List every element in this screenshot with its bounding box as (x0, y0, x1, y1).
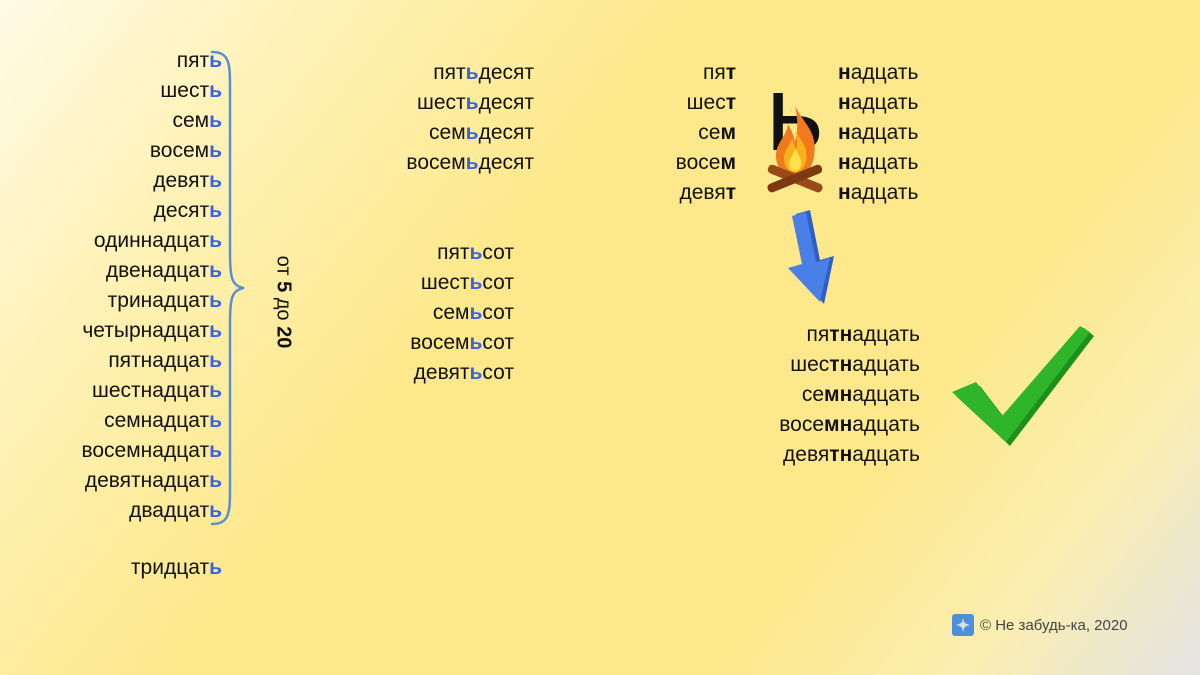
list-item: восемьдесят (406, 151, 534, 174)
numerals-5-20-list: пять шесть семь восемь девять десять оди… (81, 46, 222, 526)
range-label: от 5 до 20 (272, 255, 295, 349)
list-item: семнадцать (104, 409, 222, 432)
numeral-thirty: тридцать (130, 556, 222, 579)
list-item: восемьсот (410, 331, 514, 354)
list-item: одиннадцать (93, 229, 222, 252)
result-list: пятнадцать шестнадцать семнадцать восемн… (779, 320, 920, 470)
list-item: восемнадцать (81, 439, 222, 462)
hundreds-list: пятьсот шестьсот семьсот восемьсот девят… (410, 238, 514, 388)
check-mark-icon (952, 326, 1094, 446)
list-item: пятьсот (437, 241, 514, 264)
list-item: тринадцать (107, 289, 222, 312)
list-item: двенадцать (105, 259, 222, 282)
list-item: сем (698, 121, 736, 144)
list-item: семь (172, 109, 222, 132)
list-item: восемь (149, 139, 222, 162)
list-item: семнадцать (801, 383, 920, 406)
list-item: девятьсот (413, 361, 514, 384)
footer: © Не забудь-ка, 2020 (952, 614, 1128, 636)
list-item: надцать (838, 61, 919, 84)
list-item: пятнадцать (806, 323, 920, 346)
list-item: семьдесят (429, 121, 534, 144)
list-item: пятьдесят (433, 61, 534, 84)
list-item: шестьдесят (416, 91, 534, 114)
list-item: четырнадцать (82, 319, 222, 342)
list-item: десять (153, 199, 222, 222)
list-item: надцать (838, 121, 919, 144)
curly-brace (210, 50, 245, 526)
list-item: шест (686, 91, 736, 114)
list-item: надцать (838, 181, 919, 204)
down-arrow-icon (788, 210, 834, 304)
list-item: девять (153, 169, 222, 192)
list-item: восемнадцать (779, 413, 920, 436)
list-item: восем (675, 151, 736, 174)
list-item: двадцать (129, 499, 222, 522)
list-item: семьсот (432, 301, 514, 324)
list-item: надцать (838, 151, 919, 174)
list-item: шестьсот (420, 271, 514, 294)
list-item: пятнадцать (108, 349, 222, 372)
list-item: шесть (160, 79, 222, 102)
stems-left-list: пят шест сем восем девят (676, 58, 736, 208)
list-item: шестнадцать (790, 353, 920, 376)
copyright-text: © Не забудь-ка, 2020 (980, 616, 1128, 634)
list-item: пят (702, 61, 736, 84)
list-item: шестнадцать (92, 379, 222, 402)
stems-right-list: надцать надцать надцать надцать надцать (838, 58, 918, 208)
list-item: пять (176, 49, 222, 72)
list-item: девят (679, 181, 736, 204)
list-item: девятнадцать (783, 443, 920, 466)
tens-list: пятьдесят шестьдесят семьдесят восемьдес… (406, 58, 534, 178)
list-item: надцать (838, 91, 919, 114)
campfire-icon (767, 106, 823, 193)
logo-icon (952, 614, 974, 636)
list-item: девятнадцать (84, 469, 222, 492)
